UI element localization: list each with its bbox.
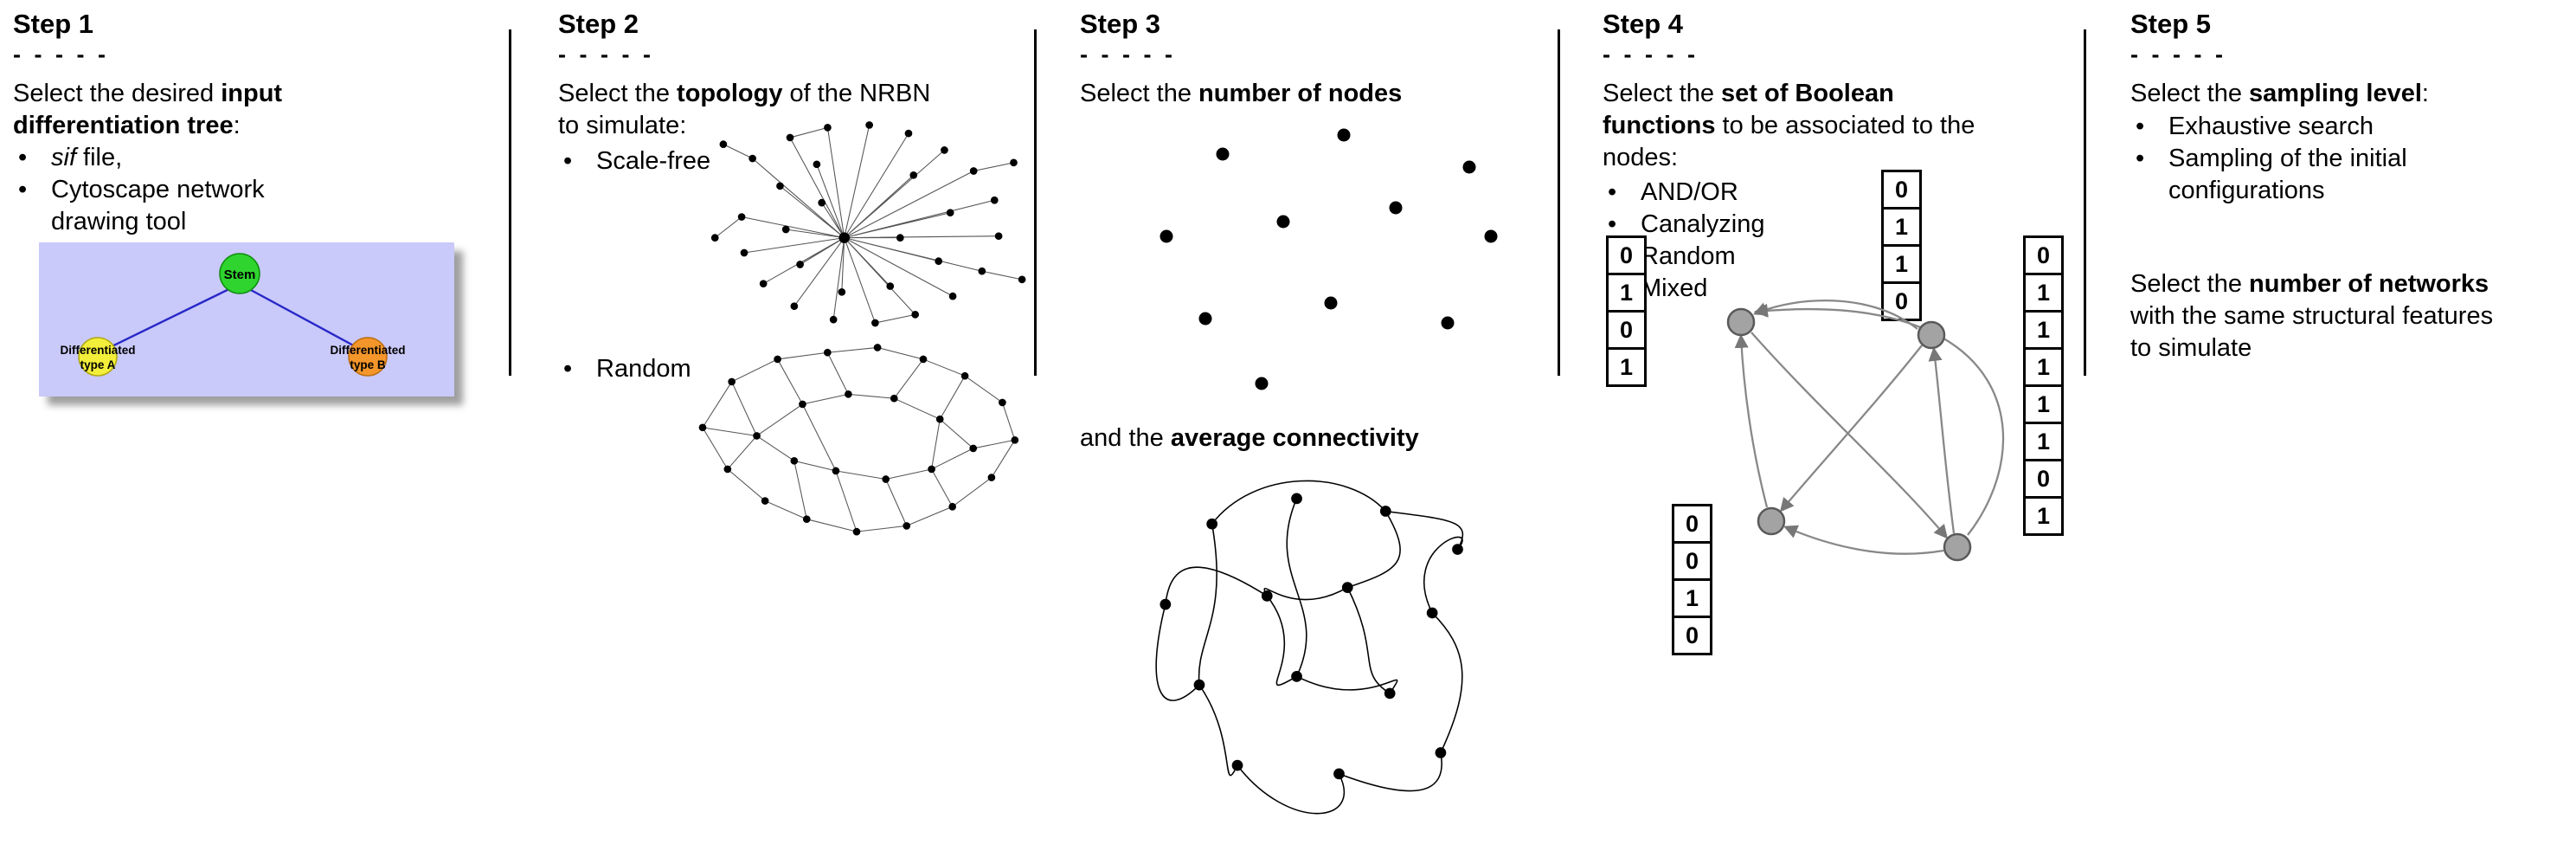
step-4-intro: Select the set of Boolean functions to b… (1603, 80, 1975, 171)
step-3-title: Step 3 (1080, 9, 1161, 39)
step-5-intro: Select the sampling level: (2130, 80, 2429, 107)
truth-table-cell: 0 (1606, 310, 1647, 350)
boolean-node (1757, 506, 1786, 536)
step-1-dashes: - - - - - (13, 42, 106, 68)
bullet-text: AND/OR (1641, 178, 1738, 206)
type-a-label-1: Differentiated (60, 344, 135, 357)
list-item: • Sampling of the initial configurations (2130, 143, 2511, 207)
truth-table-cell: 0 (1672, 541, 1712, 581)
stem-label: Stem (224, 268, 256, 282)
boolean-node (1943, 532, 1972, 562)
step-4-dashes: - - - - - (1603, 42, 1695, 68)
differentiation-tree-panel: Stem Differentiated type A Differentiate… (39, 242, 454, 396)
bullet-icon: • (18, 144, 28, 171)
step-1-intro: Select the desired input differentiation… (13, 80, 283, 139)
type-a-label-2: type A (80, 358, 116, 371)
bullet-text: Scale-free (596, 147, 711, 175)
scale-free-network-graphic (710, 121, 1026, 327)
truth-table-cell: 1 (2023, 496, 2064, 536)
hub-node (838, 232, 850, 243)
step-3-dashes: - - - - - (1080, 42, 1172, 68)
truth-table-cell: 0 (1606, 235, 1647, 275)
truth-table-cell: 1 (1606, 273, 1647, 313)
step-2-title: Step 2 (558, 9, 639, 39)
random-network-graphic (698, 344, 1019, 536)
differentiation-tree-graphic: Stem Differentiated type A Differentiate… (60, 253, 406, 377)
stem-node (219, 253, 260, 294)
truth-table-cell: 0 (1672, 616, 1712, 655)
step-5-bullet-list: • Exhaustive search • Sampling of the in… (2130, 111, 2511, 207)
truth-table-top: 0 1 1 0 (1881, 170, 1922, 321)
bullet-icon: • (563, 355, 573, 383)
type-b-label-1: Differentiated (330, 344, 405, 357)
step-5-dashes: - - - - - (2130, 42, 2223, 68)
step-5-title: Step 5 (2130, 9, 2212, 39)
truth-table-bottom-left: 0 0 1 0 (1672, 504, 1712, 655)
list-item: • Canalyzing (1603, 209, 1853, 241)
truth-table-left: 0 1 0 1 (1606, 235, 1647, 387)
bullet-text: Random (1641, 242, 1736, 270)
column-divider (509, 29, 511, 376)
step-1-title: Step 1 (13, 9, 94, 39)
list-item: • Random (558, 353, 783, 385)
step-1-bullet-list: • sif file, • Cytoscape network drawing … (13, 142, 342, 238)
list-item: • Cytoscape network drawing tool (13, 174, 342, 238)
bullet-text: sif file, (51, 144, 123, 171)
bullet-icon: • (2136, 113, 2145, 140)
step-3-second: and the average connectivity (1080, 424, 1419, 452)
bullet-text: Mixed (1641, 274, 1708, 302)
bullet-icon: • (18, 176, 28, 203)
truth-table-cell: 1 (2023, 273, 2064, 313)
bullet-text: Sampling of the initial configurations (2168, 145, 2407, 204)
bullet-text: Canalyzing (1641, 210, 1765, 238)
boolean-node (1917, 320, 1946, 350)
truth-table-right: 0 1 1 1 1 1 0 1 (2023, 235, 2064, 536)
step-2-dashes: - - - - - (558, 42, 651, 68)
step-2-intro: Select the topology of the NRBN to simul… (558, 80, 931, 139)
boolean-node (1726, 307, 1756, 337)
column-divider (1558, 29, 1560, 376)
list-item: • Exhaustive search (2130, 111, 2511, 143)
bullet-icon: • (1608, 178, 1617, 206)
step-3-intro: Select the number of nodes (1080, 80, 1403, 107)
differentiated-type-b-node (348, 337, 388, 377)
truth-table-cell: 0 (2023, 459, 2064, 499)
list-item: • Scale-free (558, 145, 783, 177)
step-4-title: Step 4 (1603, 9, 1684, 39)
type-b-label-2: type B (350, 358, 386, 371)
list-item: • AND/OR (1603, 177, 1853, 209)
bullet-text: Random (596, 355, 691, 383)
bullet-icon: • (563, 147, 573, 175)
column-divider (2084, 29, 2086, 376)
truth-table-cell: 0 (1881, 281, 1922, 321)
bullet-icon: • (2136, 145, 2145, 172)
differentiated-type-a-node (78, 337, 118, 377)
connectivity-network-graphic (1155, 480, 1464, 815)
step-5-second: Select the number of networks with the s… (2130, 270, 2494, 362)
truth-table-cell: 1 (2023, 347, 2064, 387)
list-item: • sif file, (13, 142, 342, 174)
bullet-icon: • (1608, 210, 1617, 238)
truth-table-cell: 1 (1881, 207, 1922, 247)
nodes-dots-graphic (1160, 128, 1498, 390)
truth-table-cell: 1 (1606, 347, 1647, 387)
truth-table-cell: 1 (1672, 578, 1712, 618)
truth-table-cell: 0 (1881, 170, 1922, 210)
column-divider (1034, 29, 1037, 376)
boolean-network-graphic (1726, 300, 2005, 562)
bullet-text: Exhaustive search (2168, 113, 2374, 140)
bullet-text: Cytoscape network drawing tool (51, 176, 265, 235)
